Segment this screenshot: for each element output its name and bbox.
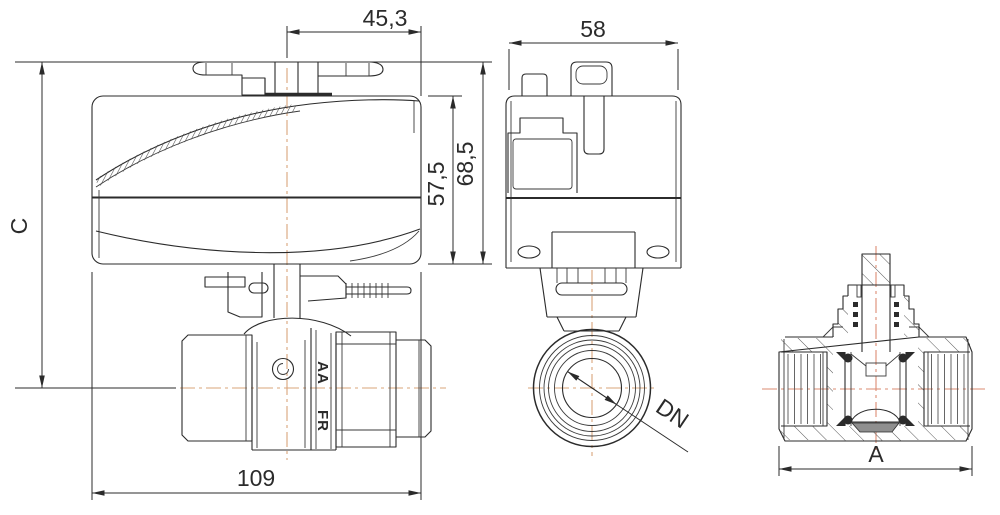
front-view: AA FR 45,3 C xyxy=(6,5,492,500)
dimension-valve-length: A xyxy=(778,441,973,476)
dim-bore-label: DN xyxy=(651,393,693,433)
left-wall-hatch xyxy=(781,338,833,440)
seat-oring xyxy=(843,415,853,425)
housing-grip-rib-band xyxy=(94,104,297,187)
dim-height-ref-label: C xyxy=(6,218,32,235)
foot-slot-left xyxy=(517,245,541,259)
dim-height-body-label: 57,5 xyxy=(423,162,449,207)
stem-section xyxy=(832,253,920,352)
actuator-handle-front xyxy=(192,61,384,97)
actuator-valve-coupling-front xyxy=(204,264,412,337)
seat-oring xyxy=(898,353,908,363)
left-thread-bore xyxy=(781,351,828,427)
valve-body-front: AA FR xyxy=(181,328,432,451)
dimension-actuator-length: 109 xyxy=(91,272,422,500)
mounting-feet xyxy=(506,231,681,269)
handle-side xyxy=(570,61,613,155)
coupling-side xyxy=(539,267,644,332)
seat-seal xyxy=(836,417,845,426)
valve-port-end-view xyxy=(532,328,652,448)
union-nut-front xyxy=(335,331,397,448)
bottom-wall-hatch xyxy=(833,426,918,441)
valve-right-port xyxy=(396,339,432,438)
marking-top-label: AA xyxy=(314,361,331,385)
dim-top-offset-label: 45,3 xyxy=(363,5,408,31)
stem-oring xyxy=(853,302,858,307)
dim-actuator-width-label: 58 xyxy=(580,16,606,42)
brand-marking-band: AA FR xyxy=(310,328,337,451)
side-view: 58 DN xyxy=(505,16,694,456)
marking-bottom-label: FR xyxy=(314,410,331,432)
actuator-housing-front xyxy=(91,95,422,265)
right-thread-bore xyxy=(923,351,970,427)
dimension-height-ref: C xyxy=(6,61,492,389)
dimension-top-offset: 45,3 xyxy=(286,5,422,96)
section-view: A xyxy=(762,246,988,476)
dim-valve-length-label: A xyxy=(868,441,884,467)
cable-connector-socket xyxy=(507,117,578,193)
retainer-clip xyxy=(555,282,628,296)
dim-height-total-label: 68,5 xyxy=(452,142,478,187)
foot-slot-right xyxy=(646,245,670,259)
stem-oring xyxy=(894,302,899,307)
actuator-housing-side xyxy=(505,61,682,269)
port-bore-circle xyxy=(561,357,623,419)
stem-hatch xyxy=(862,254,890,285)
manual-override-lever xyxy=(345,283,412,298)
gland-right-hatch xyxy=(904,296,919,337)
seat-seal xyxy=(906,417,915,426)
side-top-tab xyxy=(521,73,548,96)
dimension-actuator-heights: 57,5 68,5 xyxy=(423,62,492,265)
dim-actuator-length-label: 109 xyxy=(237,465,275,491)
gland-left-hatch xyxy=(833,296,848,337)
stem-indicator-circle xyxy=(271,357,295,381)
stem-oring xyxy=(894,312,899,317)
valve-neck-dome xyxy=(243,317,352,337)
seat-oring xyxy=(843,353,853,363)
stem-oring xyxy=(894,322,899,327)
valve-left-port xyxy=(181,334,253,442)
ball-retainer xyxy=(851,422,900,433)
right-wall-hatch xyxy=(918,338,970,440)
dimension-actuator-width: 58 xyxy=(508,16,679,90)
stem-oring xyxy=(853,322,858,327)
ball-dome xyxy=(850,408,901,423)
ball-and-seats-section xyxy=(836,352,915,433)
seat-seal xyxy=(836,352,845,361)
stem-oring xyxy=(853,312,858,317)
seat-oring xyxy=(898,415,908,425)
seat-seal xyxy=(906,352,915,361)
